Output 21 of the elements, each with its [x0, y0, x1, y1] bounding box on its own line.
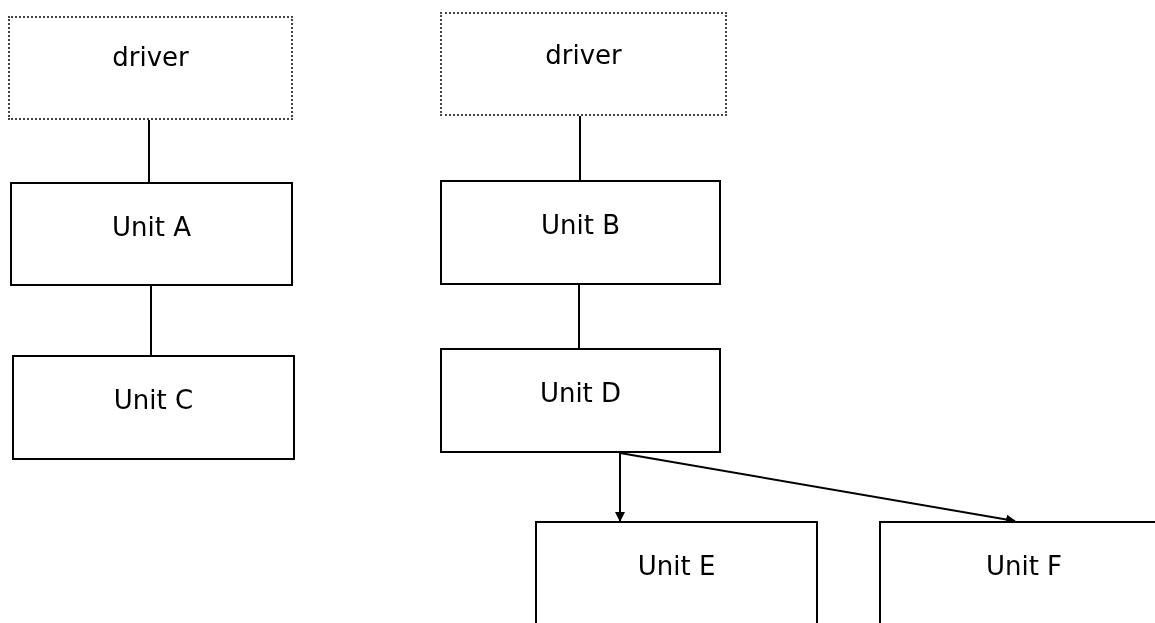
- connector-line: [148, 119, 150, 183]
- box-label: driver: [544, 40, 623, 70]
- box-label: Unit E: [636, 551, 717, 581]
- connector-line: [578, 284, 580, 349]
- box-label: Unit D: [538, 378, 623, 408]
- process-box: [440, 348, 721, 453]
- connector-line: [150, 285, 152, 356]
- box-label: Unit B: [540, 210, 621, 240]
- dotted-box: [440, 12, 727, 116]
- process-box: [440, 180, 721, 285]
- box-label: driver: [111, 42, 190, 72]
- arrow: [615, 452, 625, 522]
- process-box: [535, 521, 818, 623]
- box-label: Unit A: [111, 212, 192, 242]
- process-box: [10, 182, 293, 286]
- box-label: Unit F: [984, 551, 1064, 581]
- process-box: [879, 521, 1155, 623]
- process-box: [12, 355, 295, 460]
- box-label: Unit C: [112, 385, 195, 415]
- connector-line: [579, 115, 581, 181]
- dotted-box: [8, 16, 293, 120]
